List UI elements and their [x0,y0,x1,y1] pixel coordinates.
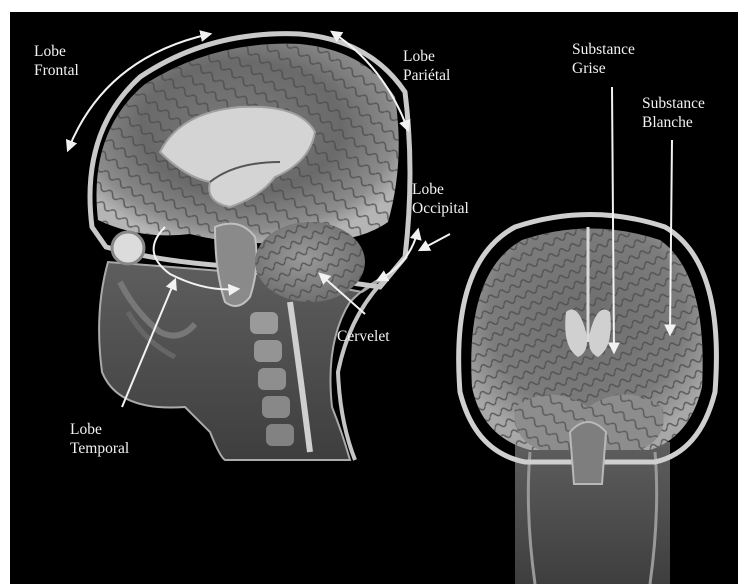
label-cervelet-line1: Cervelet [337,327,390,346]
label-substance-blanche: Substance Blanche [642,94,705,132]
label-lobe-frontal-line2: Frontal [34,61,79,80]
sagittal-mri-view [90,34,410,460]
label-lobe-parietal-line2: Pariétal [403,66,450,85]
label-lobe-frontal: Lobe Frontal [34,42,79,80]
label-lobe-occipital-line1: Lobe [412,180,469,199]
label-lobe-occipital-line2: Occipital [412,199,469,218]
sagittal-eye [112,232,144,264]
label-lobe-temporal: Lobe Temporal [70,420,129,458]
coronal-mri-view [459,215,717,585]
occipital-arc-arrow [378,230,418,280]
label-substance-grise-line1: Substance [572,40,635,59]
label-substance-grise-line2: Grise [572,59,635,78]
figure-canvas: Lobe Frontal Lobe Pariétal Lobe Occipita… [10,12,738,584]
mri-figure [10,12,738,584]
label-substance-blanche-line1: Substance [642,94,705,113]
label-lobe-occipital: Lobe Occipital [412,180,469,218]
label-lobe-temporal-line1: Lobe [70,420,129,439]
label-cervelet: Cervelet [337,327,390,346]
label-lobe-parietal: Lobe Pariétal [403,47,450,85]
label-substance-grise: Substance Grise [572,40,635,78]
label-lobe-frontal-line1: Lobe [34,42,79,61]
occipital-pointer-arrow [420,234,450,250]
label-lobe-temporal-line2: Temporal [70,439,129,458]
label-lobe-parietal-line1: Lobe [403,47,450,66]
label-substance-blanche-line2: Blanche [642,113,705,132]
